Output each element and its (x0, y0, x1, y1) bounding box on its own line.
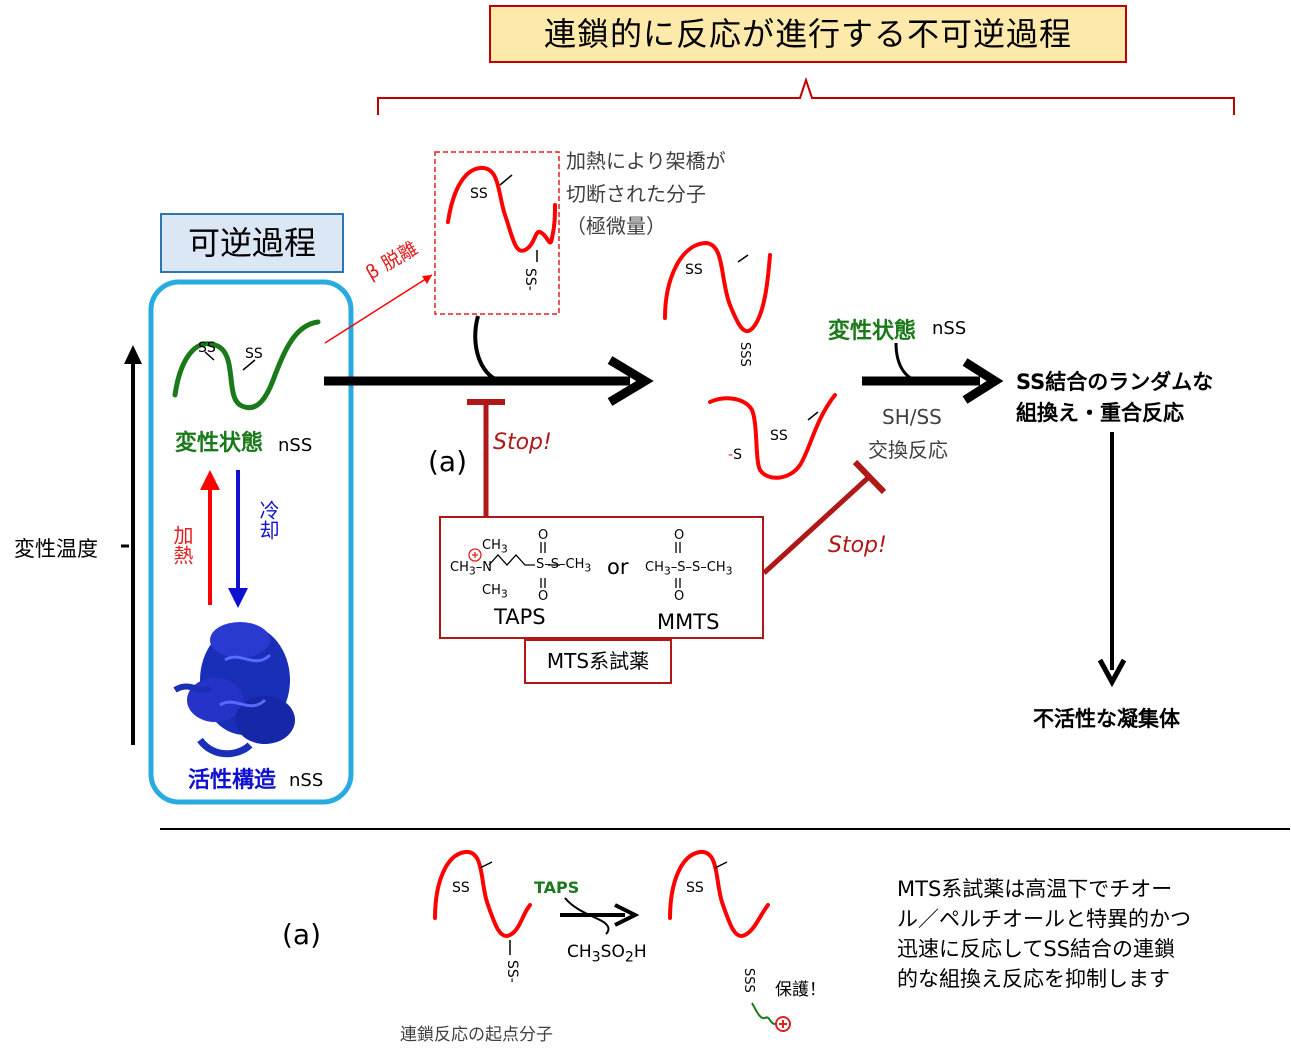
s-minus-origin: SS- (504, 960, 520, 983)
dimer-chain-upper (663, 240, 772, 333)
taps-structure (468, 542, 560, 588)
stop-label-a: Stop! (493, 430, 552, 455)
taps-name: TAPS (494, 605, 546, 629)
inhibition-line-exchange (762, 474, 872, 575)
beta-elimination-arrow (324, 274, 433, 344)
taps-ch3-top: CH3 (482, 538, 508, 556)
mmts-formula: CH3–S–S–CH3 (645, 560, 733, 578)
ss-label-protected: SS (686, 880, 704, 896)
denatured-state-label: 変性状態 (175, 431, 264, 456)
denatured-chain-green (172, 319, 321, 411)
ss-label-green-2: SS (245, 346, 263, 362)
active-structure-suffix: nSS (289, 770, 324, 791)
taps-o-top: O (538, 528, 549, 543)
irreversible-bracket (377, 76, 1235, 115)
bottom-step-a-label: (a) (282, 918, 322, 951)
protected-chain (668, 850, 770, 938)
cleaved-note-line2: 切断された分子 (566, 182, 706, 206)
native-protein-structure (173, 622, 295, 758)
protecting-group-tail (751, 1002, 777, 1026)
origin-chain (433, 850, 532, 938)
note-line2: ル／ペルチオールと特異的かつ (897, 907, 1191, 931)
cleaved-molecule-box (434, 151, 560, 315)
taps-o-bottom: O (538, 589, 549, 604)
mmts-structure (675, 542, 681, 588)
ss-label-dimer-lower: SS (770, 428, 788, 444)
protected-label: 保護！ (775, 980, 826, 1000)
sss-bridge-label: SSS (737, 342, 752, 367)
step-a-label: (a) (428, 445, 468, 478)
denatured-state-suffix: nSS (278, 435, 313, 456)
cleaved-note-line3: （極微量） (566, 214, 666, 238)
heating-label: 加熱 (170, 525, 194, 565)
exchange-label-line2: 交換反応 (868, 438, 948, 462)
byproduct-label: CH3SO2H (567, 942, 647, 966)
random-recombination-line2: 組換え・重合反応 (1016, 401, 1184, 425)
mmts-name: MMTS (657, 610, 720, 634)
sss-protected-label: SSS (741, 968, 756, 993)
s-minus-label-cleaved: SS- (522, 268, 538, 291)
taps-ch3-bottom: CH3 (482, 583, 508, 601)
ss-label-cleaved: SS (470, 186, 488, 202)
exchange-denatured-label: 変性状態 (828, 319, 917, 344)
s-minus-dimer: -S (728, 447, 742, 463)
note-line4: 的な組換え反応を抑制します (897, 967, 1170, 991)
ss-label-green-1: SS (198, 340, 216, 356)
stop-label-exchange: Stop! (828, 533, 887, 558)
note-line3: 迅速に反応してSS結合の連鎖 (897, 937, 1176, 961)
irreversible-process-title: 連鎖的に反応が進行する不可逆過程 (489, 5, 1127, 63)
inactive-aggregate-label: 不活性な凝集体 (1033, 707, 1180, 731)
dimer-chain-lower (708, 393, 837, 480)
bottom-taps-label: TAPS (534, 878, 580, 897)
temperature-axis-head (124, 345, 142, 364)
ss-label-origin: SS (452, 880, 470, 896)
active-structure-label: 活性構造 (188, 768, 277, 793)
ss-label-dimer-upper: SS (685, 262, 703, 278)
note-line1: MTS系試薬は高温下でチオー (897, 877, 1173, 901)
exchange-denatured-suffix: nSS (932, 318, 967, 339)
mts-reagent-label: MTS系試薬 (524, 639, 672, 684)
mmts-o-bottom: O (674, 589, 685, 604)
cleaved-chain (446, 165, 557, 253)
chain-origin-label: 連鎖反応の起点分子 (400, 1025, 553, 1045)
random-recombination-line1: SS結合のランダムな (1016, 370, 1214, 394)
mts-reagent-box (439, 516, 764, 639)
cooling-label: 冷却 (256, 500, 280, 540)
taps-ch3-left: CH3–N (450, 560, 492, 578)
reversible-frame (148, 279, 354, 805)
exchange-label-line1: SH/SS (882, 405, 942, 429)
temperature-axis-label: 変性温度 (14, 537, 98, 561)
cleaved-note-line1: 加熱により架橋が (566, 149, 726, 173)
reversible-process-title: 可逆過程 (160, 213, 344, 273)
taps-sulfonyl: S–S–CH3 (536, 557, 592, 575)
or-label: or (607, 555, 629, 579)
mmts-o-top: O (674, 528, 685, 543)
